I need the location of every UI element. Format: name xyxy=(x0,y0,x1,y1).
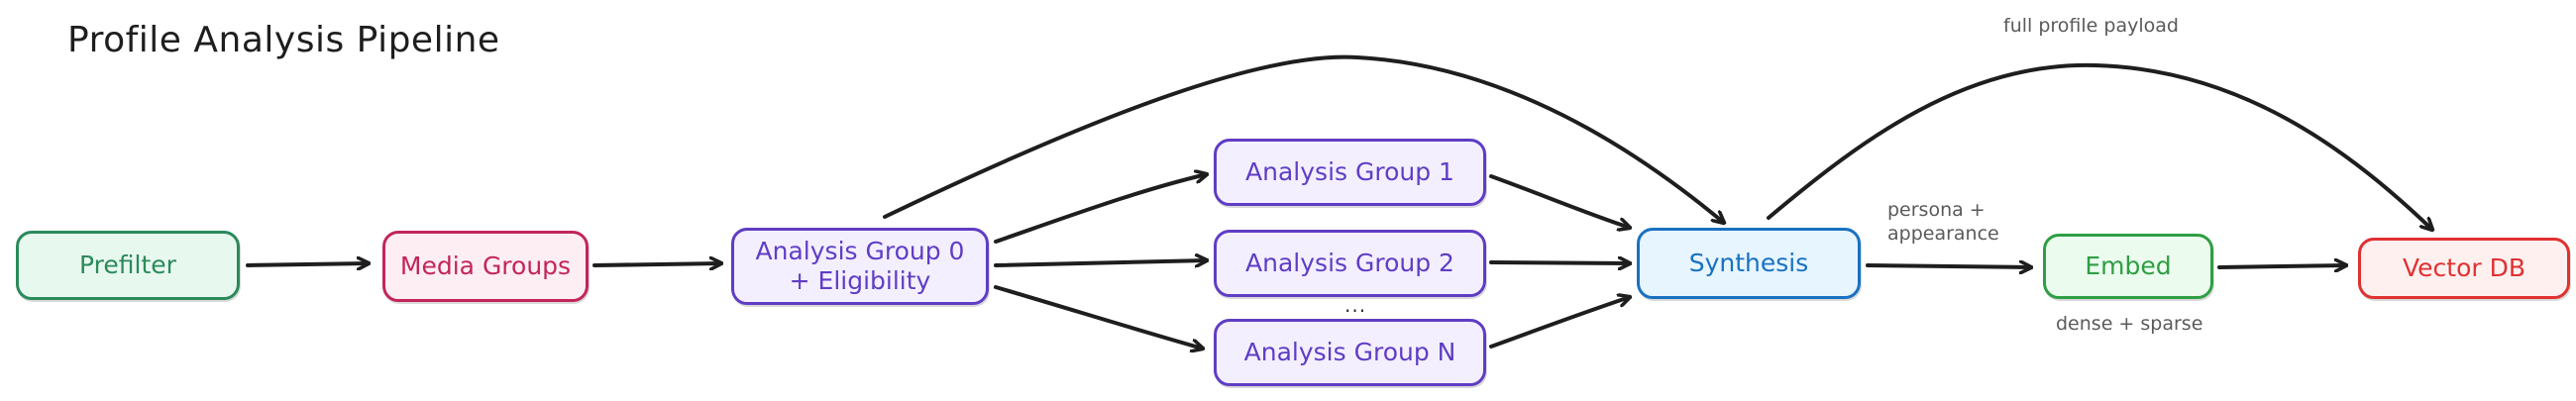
edge-prefilter-to-media-groups xyxy=(246,263,369,265)
node-vector-db[interactable]: Vector DB xyxy=(2358,238,2570,299)
edge-analysis-group-0-to-group-2 xyxy=(994,260,1207,265)
node-label: Prefilter xyxy=(79,251,176,279)
edge-embed-to-vector-db xyxy=(2217,265,2346,267)
node-label: Synthesis xyxy=(1688,249,1809,277)
edge-synthesis-to-embed xyxy=(1866,265,2031,267)
edge-analysis-group-0-to-synthesis xyxy=(883,54,1724,223)
edge-analysis-group-0-to-group-n xyxy=(994,285,1203,349)
node-label: Analysis Group 0 + Eligibility xyxy=(755,237,965,295)
node-prefilter[interactable]: Prefilter xyxy=(16,231,240,300)
edge-group-n-to-synthesis xyxy=(1489,297,1630,349)
ellipsis-more-groups: ... xyxy=(1344,293,1367,317)
edge-group-2-to-synthesis xyxy=(1489,262,1630,263)
edge-synthesis-to-vector-db xyxy=(1767,62,2432,230)
edge-label-dense-sparse: dense + sparse xyxy=(2056,313,2203,335)
node-label: Media Groups xyxy=(399,251,572,280)
diagram-title: Profile Analysis Pipeline xyxy=(67,20,500,60)
node-label: Embed xyxy=(2085,251,2172,280)
node-label: Analysis Group 2 xyxy=(1245,249,1454,277)
node-label: Vector DB xyxy=(2402,253,2525,282)
edge-group-1-to-synthesis xyxy=(1489,174,1630,228)
node-analysis-group-2[interactable]: Analysis Group 2 xyxy=(1214,230,1486,297)
edge-label-persona-appearance: persona + appearance xyxy=(1887,199,1999,245)
edge-analysis-group-0-to-group-1 xyxy=(994,174,1207,244)
node-analysis-group-0[interactable]: Analysis Group 0 + Eligibility xyxy=(731,228,989,305)
edge-media-groups-to-analysis-group-0 xyxy=(592,263,721,265)
node-analysis-group-1[interactable]: Analysis Group 1 xyxy=(1214,139,1486,206)
node-label: Analysis Group 1 xyxy=(1245,157,1454,186)
node-label: Analysis Group N xyxy=(1243,338,1456,366)
node-synthesis[interactable]: Synthesis xyxy=(1637,228,1861,299)
edge-label-full-profile-payload: full profile payload xyxy=(2003,15,2179,37)
node-embed[interactable]: Embed xyxy=(2043,234,2213,299)
node-analysis-group-n[interactable]: Analysis Group N xyxy=(1214,319,1486,386)
node-media-groups[interactable]: Media Groups xyxy=(382,231,589,302)
